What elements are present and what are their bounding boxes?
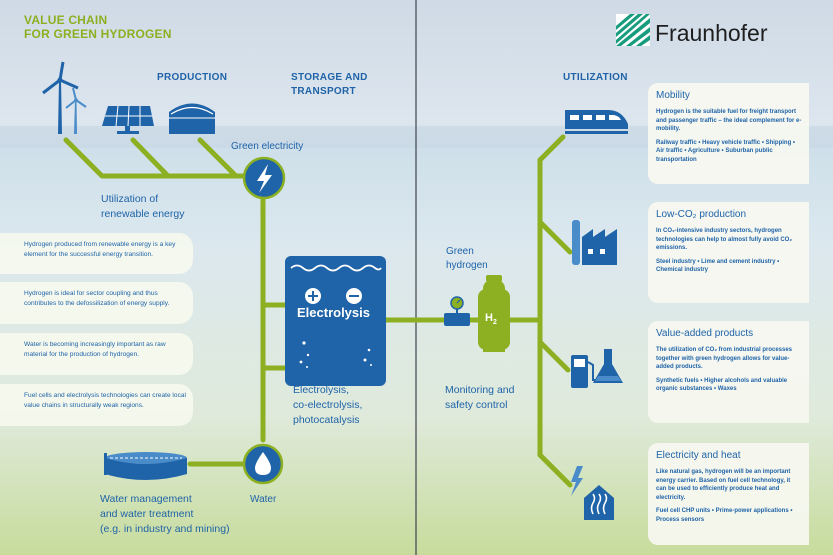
panel-title: Low-CO₂ production bbox=[656, 209, 747, 220]
panel-items: Fuel cell CHP units • Prime-power applic… bbox=[656, 508, 793, 523]
renewable-energy-label: Utilization of renewable energy bbox=[101, 193, 185, 220]
panel-title: Mobility bbox=[656, 90, 690, 101]
wind-turbine-icon bbox=[65, 87, 87, 134]
panel-title: Electricity and heat bbox=[656, 450, 741, 461]
panel-text: In CO₂-intensive industry sectors, hydro… bbox=[656, 228, 793, 252]
panel-items: Synthetic fuels • Higher alcohols and va… bbox=[656, 377, 788, 393]
panel-electricity-and-heat: Electricity and heat Like natural gas, h… bbox=[648, 443, 809, 545]
water-basin-icon bbox=[104, 452, 187, 480]
factory-icon bbox=[572, 220, 617, 265]
water-drop-icon bbox=[242, 443, 284, 485]
panel-mobility: Mobility Hydrogen is the suitable fuel f… bbox=[648, 83, 809, 184]
fuel-pump-icon bbox=[571, 355, 596, 388]
heading-production: PRODUCTION bbox=[157, 72, 228, 83]
electrolysis-label: Electrolysis bbox=[297, 305, 370, 320]
info-box-sector-coupling: Hydrogen is ideal for sector coupling an… bbox=[0, 282, 193, 324]
panel-text: Hydrogen is the suitable fuel for freigh… bbox=[656, 109, 802, 133]
wind-turbine-icon bbox=[42, 61, 79, 134]
panel-items: Railway traffic • Heavy vehicle traffic … bbox=[656, 139, 796, 163]
supply-lines bbox=[63, 134, 573, 488]
green-electricity-label: Green electricity bbox=[231, 141, 304, 152]
fraunhofer-logo-icon bbox=[616, 14, 650, 46]
solar-panel-icon bbox=[102, 105, 154, 134]
electrolysis-types-label: Electrolysis, co-electrolysis, photocata… bbox=[293, 384, 363, 426]
info-box-local-value-chains: Fuel cells and electrolysis technologies… bbox=[0, 384, 193, 426]
panel-value-added-products: Value-added products The utilization of … bbox=[648, 321, 809, 423]
monitoring-label: Monitoring and safety control bbox=[445, 384, 515, 411]
h2-label: H2 bbox=[485, 312, 497, 327]
info-box-water-raw-material: Water is becoming increasingly important… bbox=[0, 333, 193, 375]
water-management-label: Water management and water treatment (e.… bbox=[100, 493, 230, 535]
train-icon bbox=[565, 110, 628, 134]
panel-text: Like natural gas, hydrogen will be an im… bbox=[656, 469, 791, 501]
lightning-icon bbox=[242, 156, 286, 200]
biogas-tank-icon bbox=[169, 103, 215, 134]
brand-name: Fraunhofer bbox=[655, 20, 768, 46]
panel-text: The utilization of CO₂ from industrial p… bbox=[656, 347, 793, 371]
infographic-title: VALUE CHAIN FOR GREEN HYDROGEN bbox=[24, 13, 172, 41]
panel-title: Value-added products bbox=[656, 328, 754, 339]
water-label: Water bbox=[250, 494, 277, 505]
panel-low-co2-production: Low-CO₂ production In CO₂-intensive indu… bbox=[648, 202, 809, 303]
flask-icon bbox=[593, 349, 623, 383]
valve-icon bbox=[444, 296, 470, 326]
house-heat-icon bbox=[571, 466, 614, 520]
info-box-energy-transition: Hydrogen produced from renewable energy … bbox=[0, 233, 193, 274]
hydrogen-tank-icon bbox=[478, 275, 510, 352]
heading-utilization: UTILIZATION bbox=[563, 72, 628, 83]
electrolyzer-icon bbox=[285, 256, 386, 386]
heading-storage: STORAGE AND TRANSPORT bbox=[291, 72, 368, 97]
green-hydrogen-label: Green hydrogen bbox=[446, 246, 488, 271]
panel-items: Steel industry • Lime and cement industr… bbox=[656, 258, 780, 274]
